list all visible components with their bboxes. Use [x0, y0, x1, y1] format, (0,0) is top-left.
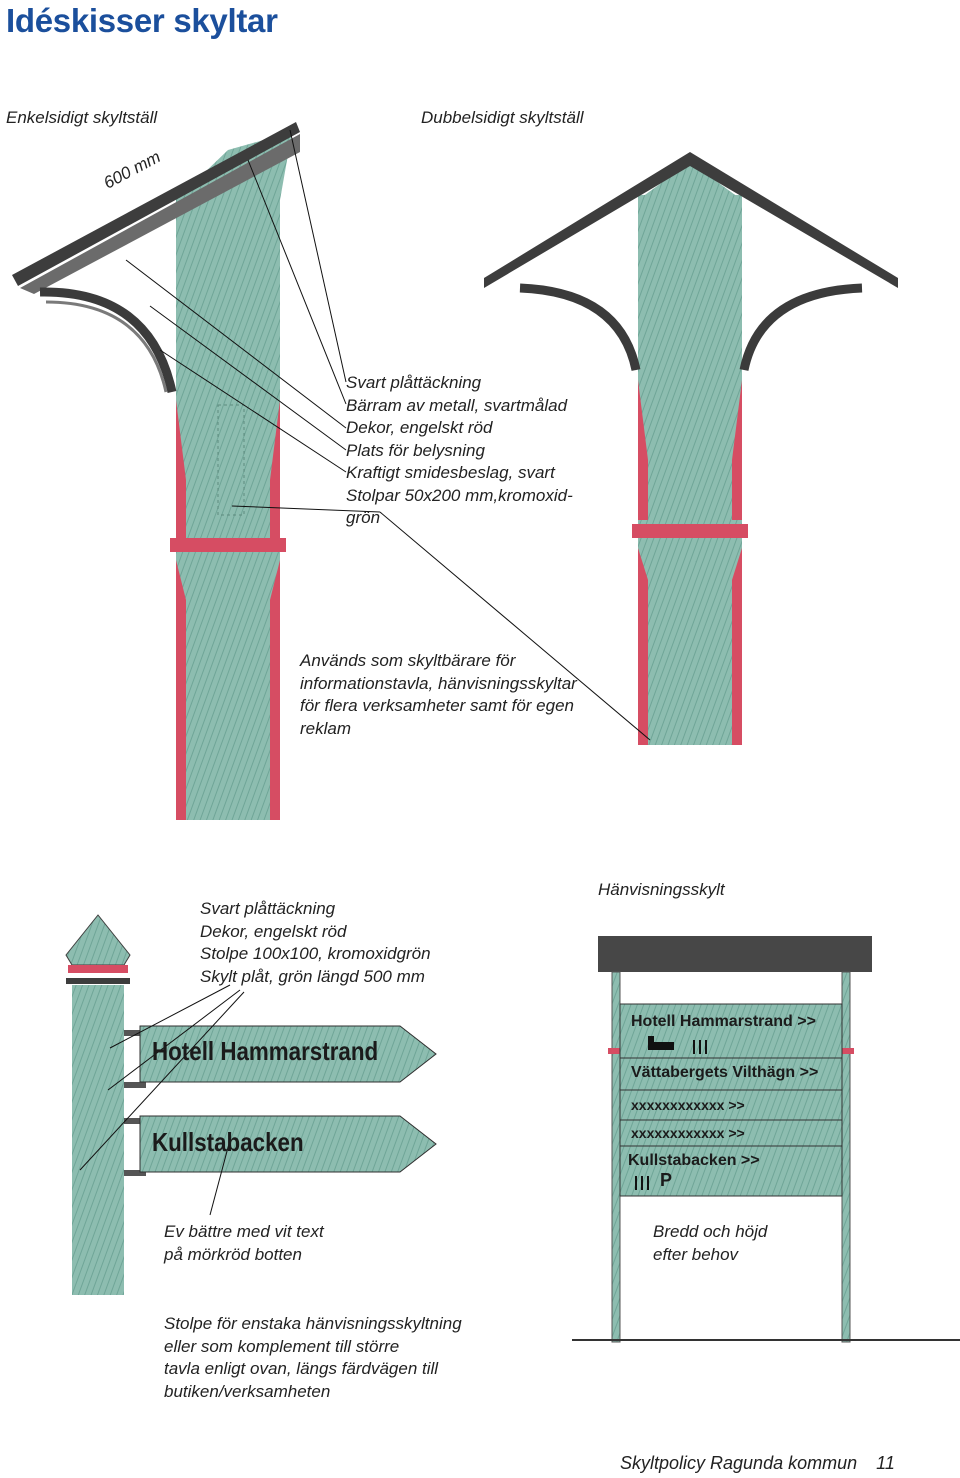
post-note-line: eller som komplement till större — [164, 1336, 400, 1356]
legend-top-item: Bärram av metall, svartmålad — [346, 395, 568, 415]
post-note-line: Stolpe för enstaka hänvisningsskyltning — [164, 1314, 462, 1333]
double-sided-stand — [484, 152, 898, 745]
board-row-2: Vättabergets Vilthägn >> — [631, 1064, 819, 1081]
legend-bottom: Svart plåttäckning Dekor, engelskt röd S… — [200, 898, 431, 988]
cutlery-icon — [693, 1040, 707, 1054]
board-note-line: efter behov — [653, 1244, 739, 1264]
legend-bottom-item: Svart plåttäckning — [200, 899, 336, 918]
legend-top-item: grön — [346, 508, 381, 527]
board-row-5: Kullstabacken >> — [628, 1152, 760, 1169]
arrow-note: Ev bättre med vit text på mörkröd botten — [164, 1221, 324, 1266]
legend-top-item: Kraftigt smidesbeslag, svart — [346, 463, 555, 482]
arrow-sign-post — [65, 914, 437, 1295]
parking-sign: P — [660, 1170, 673, 1190]
post-note-line: butiken/verksamheten — [164, 1381, 331, 1401]
usage-text: Används som skyltbärare för informations… — [300, 650, 577, 740]
single-stand-label: Enkelsidigt skyltställ — [6, 108, 158, 127]
usage-line: Används som skyltbärare för — [300, 651, 516, 670]
double-stand-label: Dubbelsidigt skyltställ — [421, 108, 584, 127]
board-row-1: Hotell Hammarstrand >> — [631, 1013, 816, 1030]
legend-top: Svart plåttäckning Bärram av metall, sva… — [346, 372, 573, 530]
board-note-line: Bredd och höjd — [653, 1222, 768, 1241]
post-note-line: tavla enligt ovan, längs färdvägen till — [164, 1359, 439, 1378]
board-row-3: xxxxxxxxxxxx >> — [631, 1097, 745, 1113]
board-note: Bredd och höjd efter behov — [653, 1221, 767, 1266]
arrow-note-line: på mörkröd botten — [164, 1244, 302, 1264]
footer: Skyltpolicy Ragunda kommun 11 — [620, 1452, 895, 1475]
usage-line: för flera verksamheter samt för egen — [300, 696, 575, 715]
single-sided-stand — [12, 122, 300, 820]
usage-line: informationstavla, hänvisningsskyltar — [300, 673, 577, 693]
page-number: 11 — [876, 1453, 895, 1473]
leader-lines-top — [125, 129, 651, 741]
post-note: Stolpe för enstaka hänvisningsskyltning … — [164, 1313, 462, 1403]
arrow-note-line: Ev bättre med vit text — [164, 1222, 324, 1241]
legend-bottom-item: Dekor, engelskt röd — [200, 921, 347, 941]
cutlery-icon-2 — [635, 1176, 649, 1190]
direction-board — [572, 936, 960, 1343]
legend-top-item: Svart plåttäckning — [346, 373, 482, 392]
arrow-sign-1-text: Hotell Hammarstrand — [152, 1036, 379, 1066]
bed-icon — [648, 1036, 674, 1050]
legend-bottom-item: Stolpe 100x100, kromoxidgrön — [200, 944, 431, 963]
board-row-4: xxxxxxxxxxxx >> — [631, 1125, 745, 1141]
page-title: Idéskisser skyltar — [6, 2, 278, 39]
leader-lines-bottom — [79, 984, 245, 1216]
legend-top-item: Plats för belysning — [346, 440, 485, 460]
arrow-sign-2-text: Kullstabacken — [152, 1127, 304, 1157]
legend-top-item: Stolpar 50x200 mm,kromoxid- — [346, 485, 573, 505]
legend-bottom-item: Skylt plåt, grön längd 500 mm — [200, 966, 425, 986]
usage-line: reklam — [300, 718, 352, 738]
board-label: Hänvisningsskylt — [598, 880, 725, 899]
legend-top-item: Dekor, engelskt röd — [346, 418, 493, 437]
footer-text: Skyltpolicy Ragunda kommun — [620, 1453, 858, 1473]
